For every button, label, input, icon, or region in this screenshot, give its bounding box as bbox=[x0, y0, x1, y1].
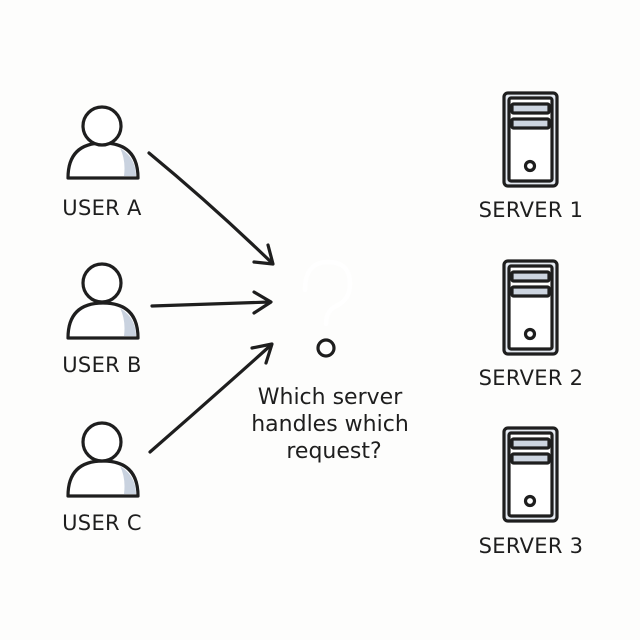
user-b: USER B bbox=[62, 262, 141, 377]
question-mark-icon bbox=[302, 259, 353, 358]
server-tower-icon bbox=[502, 259, 559, 356]
arrow-user-b-to-question bbox=[150, 290, 273, 315]
user-icon bbox=[66, 421, 140, 498]
server-tower-icon bbox=[502, 91, 559, 188]
user-label: USER B bbox=[62, 353, 141, 377]
arrow-user-c-to-question bbox=[148, 342, 274, 454]
question-line: request? bbox=[286, 439, 381, 464]
user-c: USER C bbox=[62, 421, 142, 535]
user-icon bbox=[66, 262, 140, 340]
user-a: USER A bbox=[62, 105, 142, 220]
arrow-right-icon bbox=[150, 290, 273, 315]
question-line: Which server bbox=[258, 385, 403, 410]
server-tower-icon bbox=[502, 426, 559, 523]
server-label: SERVER 1 bbox=[479, 198, 584, 222]
user-label: USER C bbox=[62, 511, 142, 535]
arrow-right-icon bbox=[148, 342, 274, 454]
server-2: SERVER 2 bbox=[479, 259, 584, 390]
question-group: Which server handles which request? bbox=[251, 259, 409, 464]
server-1: SERVER 1 bbox=[479, 91, 584, 222]
server-3: SERVER 3 bbox=[479, 426, 584, 558]
user-label: USER A bbox=[62, 196, 142, 220]
user-icon bbox=[66, 105, 140, 180]
server-label: SERVER 3 bbox=[479, 534, 584, 558]
arrow-user-a-to-question bbox=[147, 151, 275, 266]
question-line: handles which bbox=[251, 412, 409, 437]
arrow-right-icon bbox=[147, 151, 275, 266]
server-label: SERVER 2 bbox=[479, 366, 584, 390]
